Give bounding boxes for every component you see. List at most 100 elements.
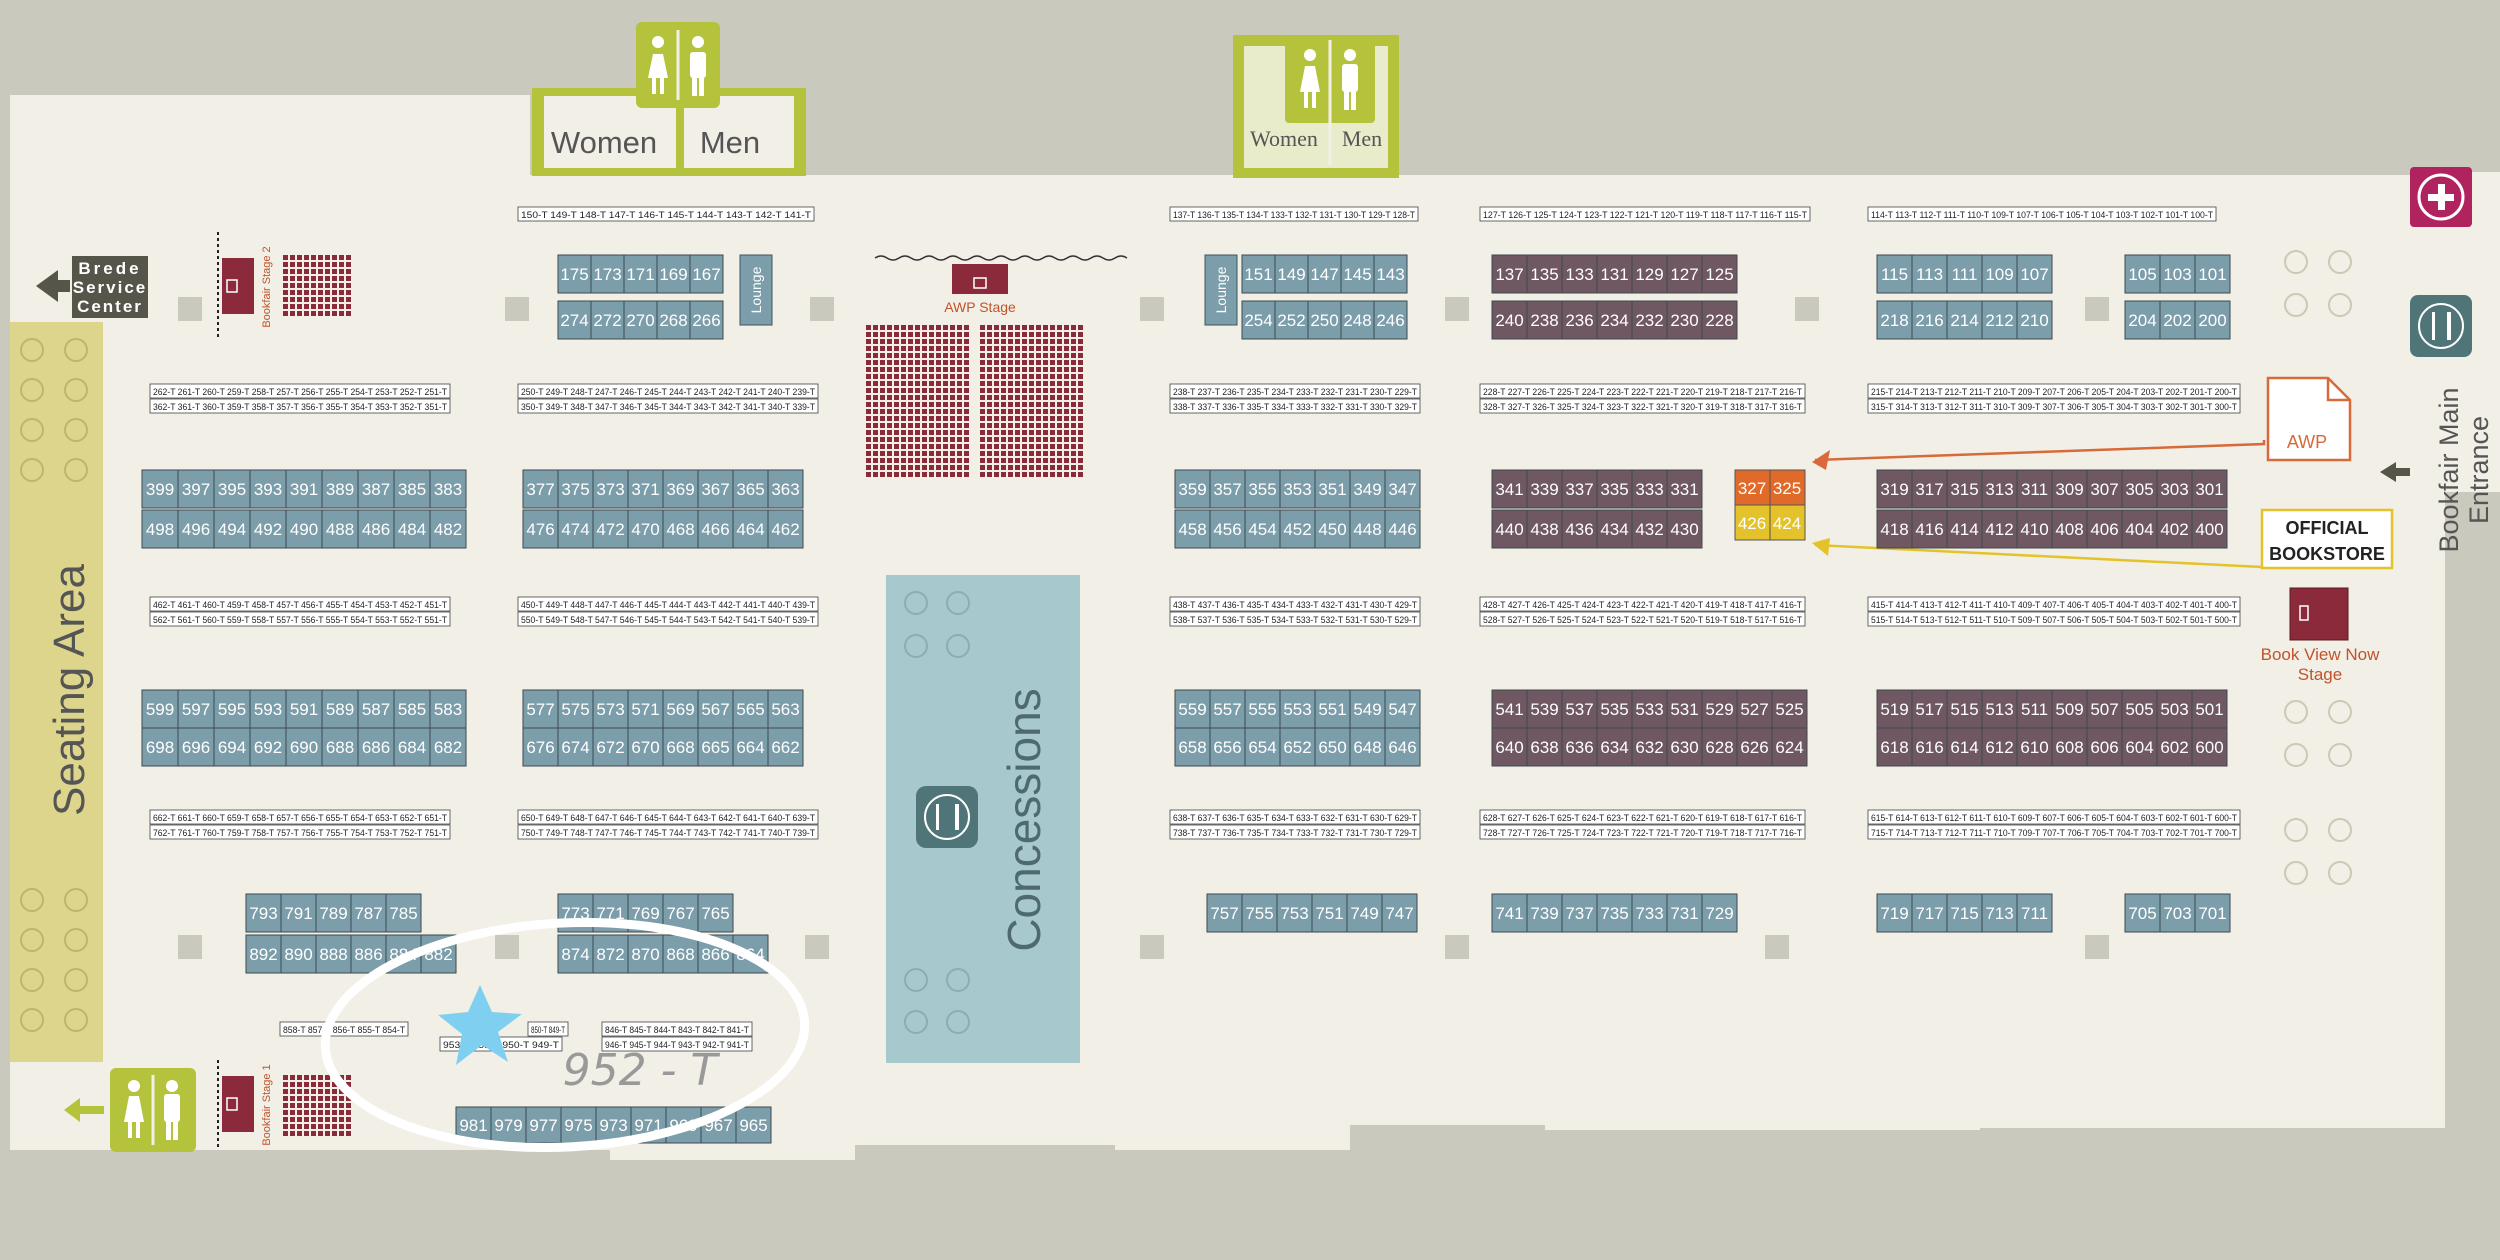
booth-359[interactable] xyxy=(1174,469,1211,509)
booth-747[interactable] xyxy=(1381,893,1418,933)
booth-151[interactable] xyxy=(1241,254,1276,294)
booth-248[interactable] xyxy=(1340,300,1375,340)
booth-147[interactable] xyxy=(1307,254,1342,294)
exhibitor-table-row[interactable] xyxy=(517,383,819,399)
booth-216[interactable] xyxy=(1911,300,1948,340)
booth-272[interactable] xyxy=(590,300,625,340)
booth-505[interactable] xyxy=(2121,689,2158,729)
booth-363[interactable] xyxy=(767,469,804,509)
exhibitor-table-row[interactable] xyxy=(1867,596,2241,612)
exhibitor-table-row[interactable] xyxy=(517,824,819,840)
booth-604[interactable] xyxy=(2121,727,2158,767)
booth-462[interactable] xyxy=(767,509,804,549)
booth-476[interactable] xyxy=(522,509,559,549)
booth-113[interactable] xyxy=(1911,254,1948,294)
booth-309[interactable] xyxy=(2051,469,2088,509)
booth-638[interactable] xyxy=(1526,727,1563,767)
exhibitor-table-row[interactable] xyxy=(517,398,819,414)
exhibitor-table-row[interactable] xyxy=(1867,809,2241,825)
booth-399[interactable] xyxy=(141,469,179,509)
booth-393[interactable] xyxy=(249,469,287,509)
booth-535[interactable] xyxy=(1596,689,1633,729)
booth-470[interactable] xyxy=(627,509,664,549)
exhibitor-table-row[interactable] xyxy=(1169,398,1421,414)
booth-240[interactable] xyxy=(1491,300,1528,340)
booth-593[interactable] xyxy=(249,689,287,729)
booth-115[interactable] xyxy=(1876,254,1913,294)
booth-456[interactable] xyxy=(1209,509,1246,549)
booth-230[interactable] xyxy=(1666,300,1703,340)
booth-246[interactable] xyxy=(1373,300,1408,340)
booth-135[interactable] xyxy=(1526,254,1563,294)
exhibitor-table-row[interactable] xyxy=(1479,596,1806,612)
booth-533[interactable] xyxy=(1631,689,1668,729)
booth-717[interactable] xyxy=(1911,893,1948,933)
booth-701[interactable] xyxy=(2194,893,2231,933)
booth-111[interactable] xyxy=(1946,254,1983,294)
booth-872[interactable] xyxy=(592,934,629,974)
booth-434[interactable] xyxy=(1596,509,1633,549)
booth-125[interactable] xyxy=(1701,254,1738,294)
booth-539[interactable] xyxy=(1526,689,1563,729)
booth-965[interactable] xyxy=(735,1106,772,1144)
exhibitor-table-row[interactable] xyxy=(601,1021,753,1037)
booth-391[interactable] xyxy=(285,469,323,509)
booth-266[interactable] xyxy=(689,300,724,340)
booth-656[interactable] xyxy=(1209,727,1246,767)
booth-466[interactable] xyxy=(697,509,734,549)
booth-755[interactable] xyxy=(1241,893,1278,933)
booth-133[interactable] xyxy=(1561,254,1598,294)
booth-785[interactable] xyxy=(385,893,422,933)
booth-662[interactable] xyxy=(767,727,804,767)
booth-474[interactable] xyxy=(557,509,594,549)
booth-614[interactable] xyxy=(1946,727,1983,767)
booth-210[interactable] xyxy=(2016,300,2053,340)
booth-632[interactable] xyxy=(1631,727,1668,767)
booth-270[interactable] xyxy=(623,300,658,340)
booth-341[interactable] xyxy=(1491,469,1528,509)
booth-501[interactable] xyxy=(2191,689,2228,729)
booth-565[interactable] xyxy=(732,689,769,729)
booth-696[interactable] xyxy=(177,727,215,767)
booth-426[interactable] xyxy=(1734,504,1771,541)
booth-486[interactable] xyxy=(357,509,395,549)
booth-274[interactable] xyxy=(557,300,592,340)
booth-129[interactable] xyxy=(1631,254,1668,294)
booth-412[interactable] xyxy=(1981,509,2018,549)
booth-741[interactable] xyxy=(1491,893,1528,933)
booth-238[interactable] xyxy=(1526,300,1563,340)
booth-375[interactable] xyxy=(557,469,594,509)
booth-252[interactable] xyxy=(1274,300,1309,340)
exhibitor-table-row[interactable] xyxy=(149,611,451,627)
booth-610[interactable] xyxy=(2016,727,2053,767)
booth-371[interactable] xyxy=(627,469,664,509)
booth-753[interactable] xyxy=(1276,893,1313,933)
booth-765[interactable] xyxy=(697,893,734,933)
booth-325[interactable] xyxy=(1769,469,1806,506)
booth-143[interactable] xyxy=(1373,254,1408,294)
exhibitor-table-row[interactable] xyxy=(1169,596,1421,612)
booth-509[interactable] xyxy=(2051,689,2088,729)
exhibitor-table-row[interactable] xyxy=(517,206,815,222)
booth-349[interactable] xyxy=(1349,469,1386,509)
booth-595[interactable] xyxy=(213,689,251,729)
booth-507[interactable] xyxy=(2086,689,2123,729)
exhibitor-table-row[interactable] xyxy=(1867,398,2241,414)
booth-395[interactable] xyxy=(213,469,251,509)
exhibitor-table-row[interactable] xyxy=(1169,611,1421,627)
booth-169[interactable] xyxy=(656,254,691,294)
booth-301[interactable] xyxy=(2191,469,2228,509)
booth-389[interactable] xyxy=(321,469,359,509)
booth-547[interactable] xyxy=(1384,689,1421,729)
booth-200[interactable] xyxy=(2194,300,2231,340)
exhibitor-table-row[interactable] xyxy=(1867,206,2217,222)
booth-101[interactable] xyxy=(2194,254,2231,294)
booth-977[interactable] xyxy=(525,1106,562,1144)
booth-404[interactable] xyxy=(2121,509,2158,549)
booth-145[interactable] xyxy=(1340,254,1375,294)
exhibitor-table-row[interactable] xyxy=(279,1021,409,1037)
booth-729[interactable] xyxy=(1701,893,1738,933)
exhibitor-table-row[interactable] xyxy=(1867,611,2241,627)
booth-975[interactable] xyxy=(560,1106,597,1144)
exhibitor-table-row[interactable] xyxy=(1479,383,1806,399)
